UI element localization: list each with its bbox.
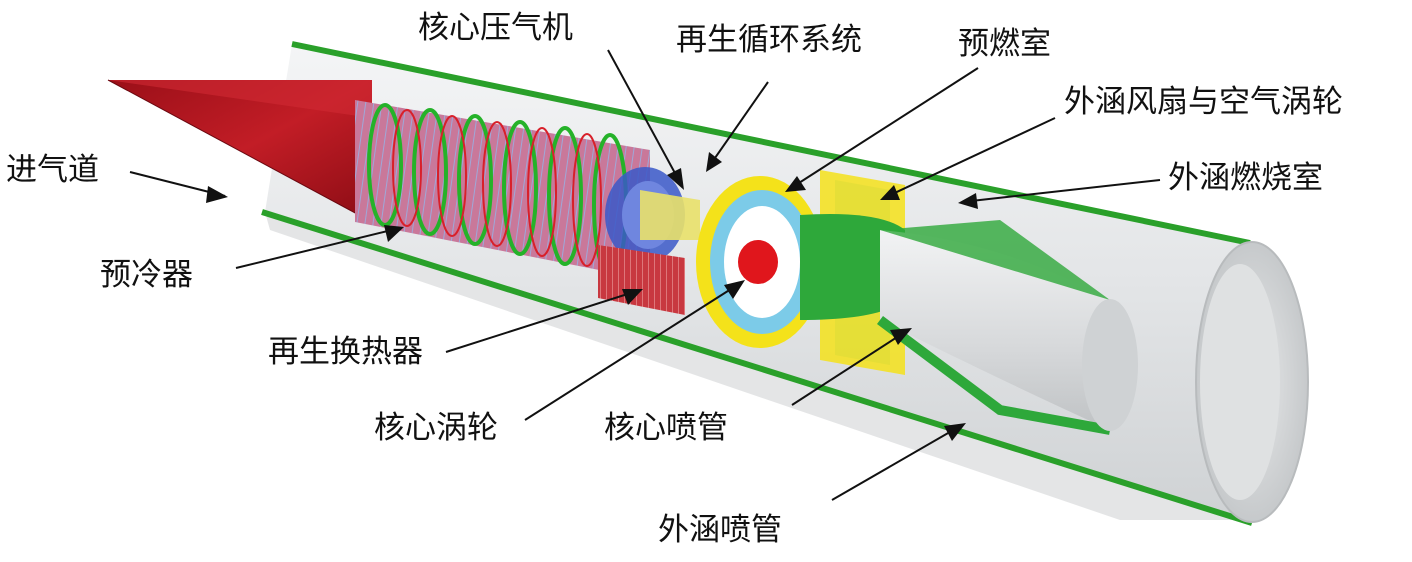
leader-bypass-combustor [961, 179, 1161, 203]
label-precooler: 预冷器 [100, 257, 193, 293]
label-bypass-combustor: 外涵燃烧室 [1168, 160, 1323, 196]
casing-exit-inner [1200, 264, 1280, 500]
label-regen-cycle-system: 再生循环系统 [676, 22, 862, 58]
leader-core-turbine [524, 281, 743, 421]
label-core-nozzle: 核心喷管 [604, 410, 728, 446]
leader-lines [129, 49, 1161, 501]
core-compressor-unit [605, 167, 700, 263]
leader-preburner [787, 67, 979, 191]
label-core-turbine: 核心涡轮 [374, 410, 498, 446]
label-inlet: 进气道 [6, 152, 99, 188]
label-bypass-fan-air-turbine: 外涵风扇与空气涡轮 [1064, 84, 1343, 120]
leader-bypass-fan [883, 117, 1056, 199]
label-preburner: 预燃室 [958, 26, 1051, 62]
core-nozzle-unit [800, 214, 1138, 435]
inlet-cone [107, 79, 373, 223]
leader-core-compressor [607, 49, 683, 187]
label-regen-heat-exchanger: 再生换热器 [268, 334, 423, 370]
casing-bottom-edge [261, 209, 1253, 526]
preburner-assembly [696, 176, 824, 348]
leader-regen-cycle [707, 81, 769, 169]
label-core-compressor: 核心压气机 [418, 10, 573, 46]
labels: 进气道 预冷器 再生换热器 核心涡轮 核心压气机 再生循环系统 预燃室 外涵风扇… [6, 10, 1343, 548]
leader-precooler [235, 227, 401, 269]
casing-top-edge [291, 41, 1251, 246]
precooler-unit [355, 100, 650, 280]
leader-bypass-nozzle [831, 424, 963, 501]
leader-regen-exchanger [445, 289, 641, 353]
label-bypass-nozzle: 外涵喷管 [658, 512, 782, 548]
leader-core-nozzle [791, 329, 909, 406]
